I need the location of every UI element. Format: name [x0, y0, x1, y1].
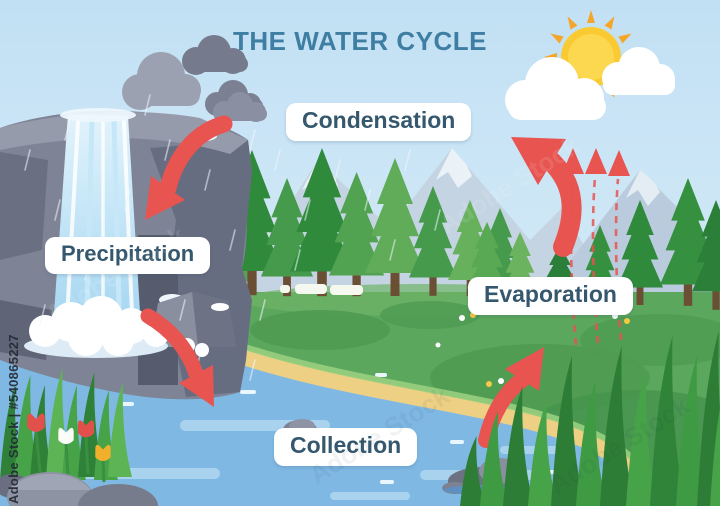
- snow-patches: [280, 284, 363, 295]
- tulip-flowers: [27, 413, 111, 483]
- stock-watermark-id: Adobe Stock | #540865227: [6, 334, 21, 504]
- label-evaporation: Evaporation: [468, 277, 633, 315]
- label-precipitation: Precipitation: [45, 237, 211, 274]
- left-rocks: [0, 472, 158, 506]
- vapor-dashed-arrows: [562, 148, 630, 346]
- evaporation-rise-arrow: [478, 347, 544, 448]
- collection-arrow: [140, 308, 214, 407]
- storm-cloud-icon: [122, 52, 201, 110]
- precipitation-arrow: [145, 115, 233, 220]
- field-flowers: [435, 312, 630, 387]
- diagram-title: THE WATER CYCLE: [232, 26, 488, 56]
- storm-cloud-icon: [182, 35, 248, 75]
- label-condensation: Condensation: [286, 103, 472, 141]
- label-collection: Collection: [274, 428, 418, 466]
- white-cloud-icon: [505, 57, 606, 120]
- white-cloud-icon: [602, 47, 675, 95]
